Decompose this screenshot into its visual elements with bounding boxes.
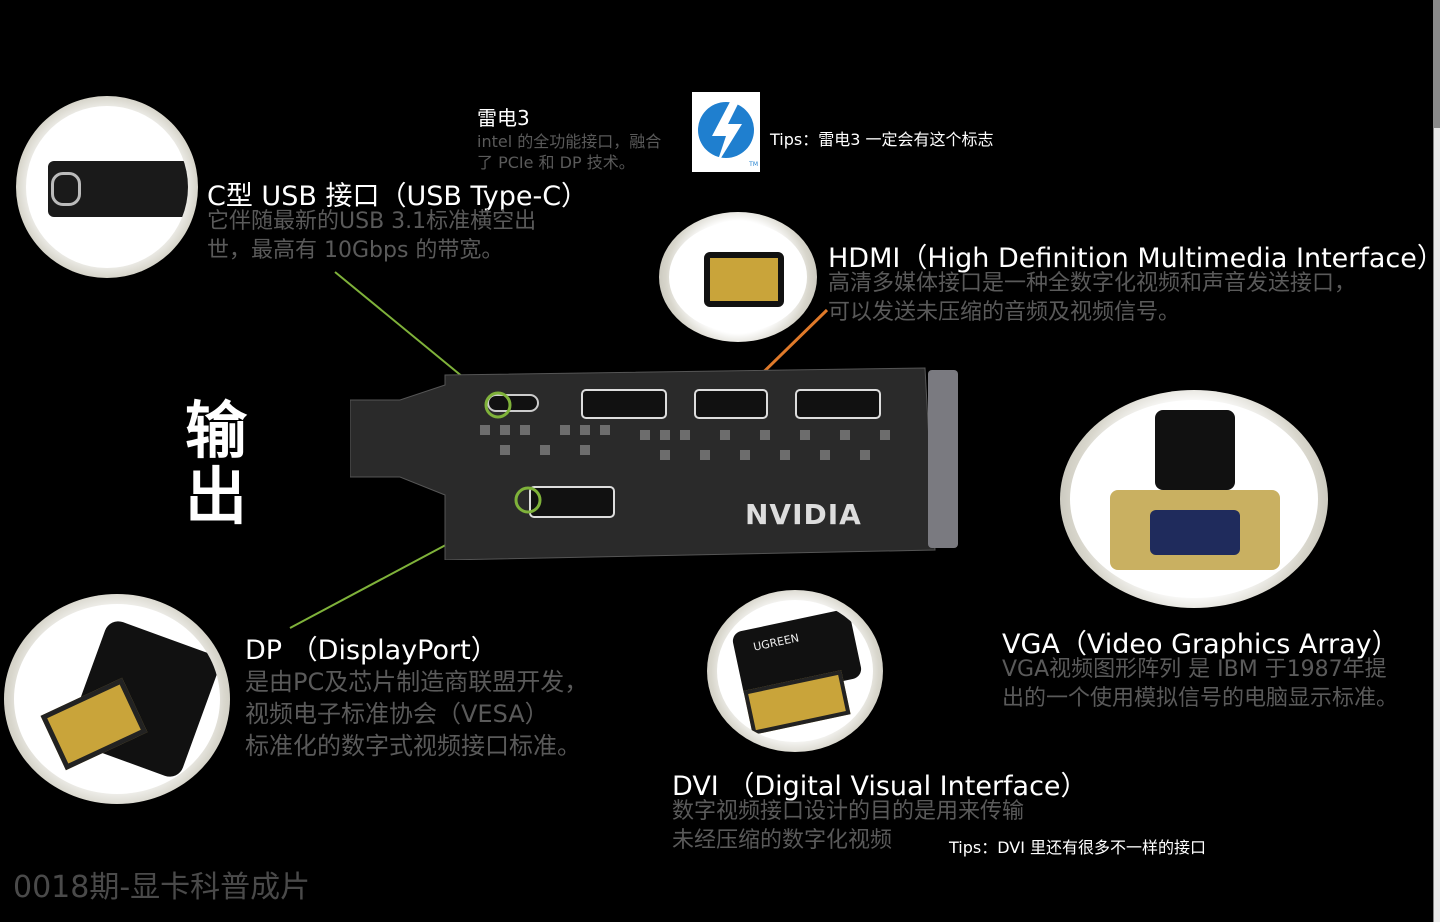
output-label: 输出 [185, 394, 248, 533]
vga-desc-2: 出的一个使用模拟信号的电脑显示标准。 [1002, 686, 1399, 711]
usbc-desc-1: 它伴随最新的USB 3.1标准横空出 [207, 209, 537, 234]
trademark: TM [749, 161, 758, 168]
graphics-card-bracket: NVIDIA [349, 365, 962, 561]
dp-desc-1: 是由PC及芯片制造商联盟开发， [245, 668, 589, 696]
usbc-title: C型 USB 接口（USB Type-C） [207, 181, 589, 212]
hdmi-title: HDMI（High Definition Multimedia Interfac… [828, 243, 1440, 274]
hdmi-desc-2: 可以发送未压缩的音频及视频信号。 [828, 300, 1181, 325]
dvi-desc-2: 未经压缩的数字化视频 [672, 828, 893, 853]
dp-desc-2: 视频电子标准协会（VESA） [245, 700, 549, 728]
thunderbolt-tip: Tips：雷电3 一定会有这个标志 [770, 130, 994, 149]
vga-desc-1: VGA视频图形阵列 是 IBM 于1987年提 [1002, 657, 1387, 682]
dvi-image: UGREEN [707, 590, 883, 752]
episode-label: 0018期-显卡科普成片 [13, 870, 311, 905]
thunderbolt-title: 雷电3 [477, 106, 530, 130]
dp-image [4, 594, 230, 804]
dvi-desc-1: 数字视频接口设计的目的是用来传输 [672, 799, 1025, 824]
dp-title: DP （DisplayPort） [245, 635, 498, 666]
usbc-image [16, 96, 198, 278]
dvi-tip: Tips：DVI 里还有很多不一样的接口 [949, 838, 1207, 857]
scrollbar[interactable] [1433, 0, 1440, 922]
usbc-desc-2: 世，最高有 10Gbps 的带宽。 [207, 238, 504, 263]
scrollbar-thumb[interactable] [1433, 0, 1440, 128]
dp-desc-3: 标准化的数字式视频接口标准。 [245, 732, 581, 760]
thunderbolt-desc-1: intel 的全功能接口，融合 [477, 132, 662, 151]
thunderbolt-logo: TM [692, 92, 760, 172]
vga-title: VGA（Video Graphics Array） [1002, 629, 1399, 660]
hdmi-image [659, 212, 817, 342]
thunderbolt-desc-2: 了 PCIe 和 DP 技术。 [477, 153, 635, 172]
hdmi-desc-1: 高清多媒体接口是一种全数字化视频和声音发送接口， [828, 271, 1357, 296]
nvidia-logo: NVIDIA [745, 498, 862, 531]
dvi-title: DVI （Digital Visual Interface） [672, 771, 1088, 802]
vga-image [1060, 390, 1328, 608]
thunderbolt-icon [698, 98, 754, 166]
